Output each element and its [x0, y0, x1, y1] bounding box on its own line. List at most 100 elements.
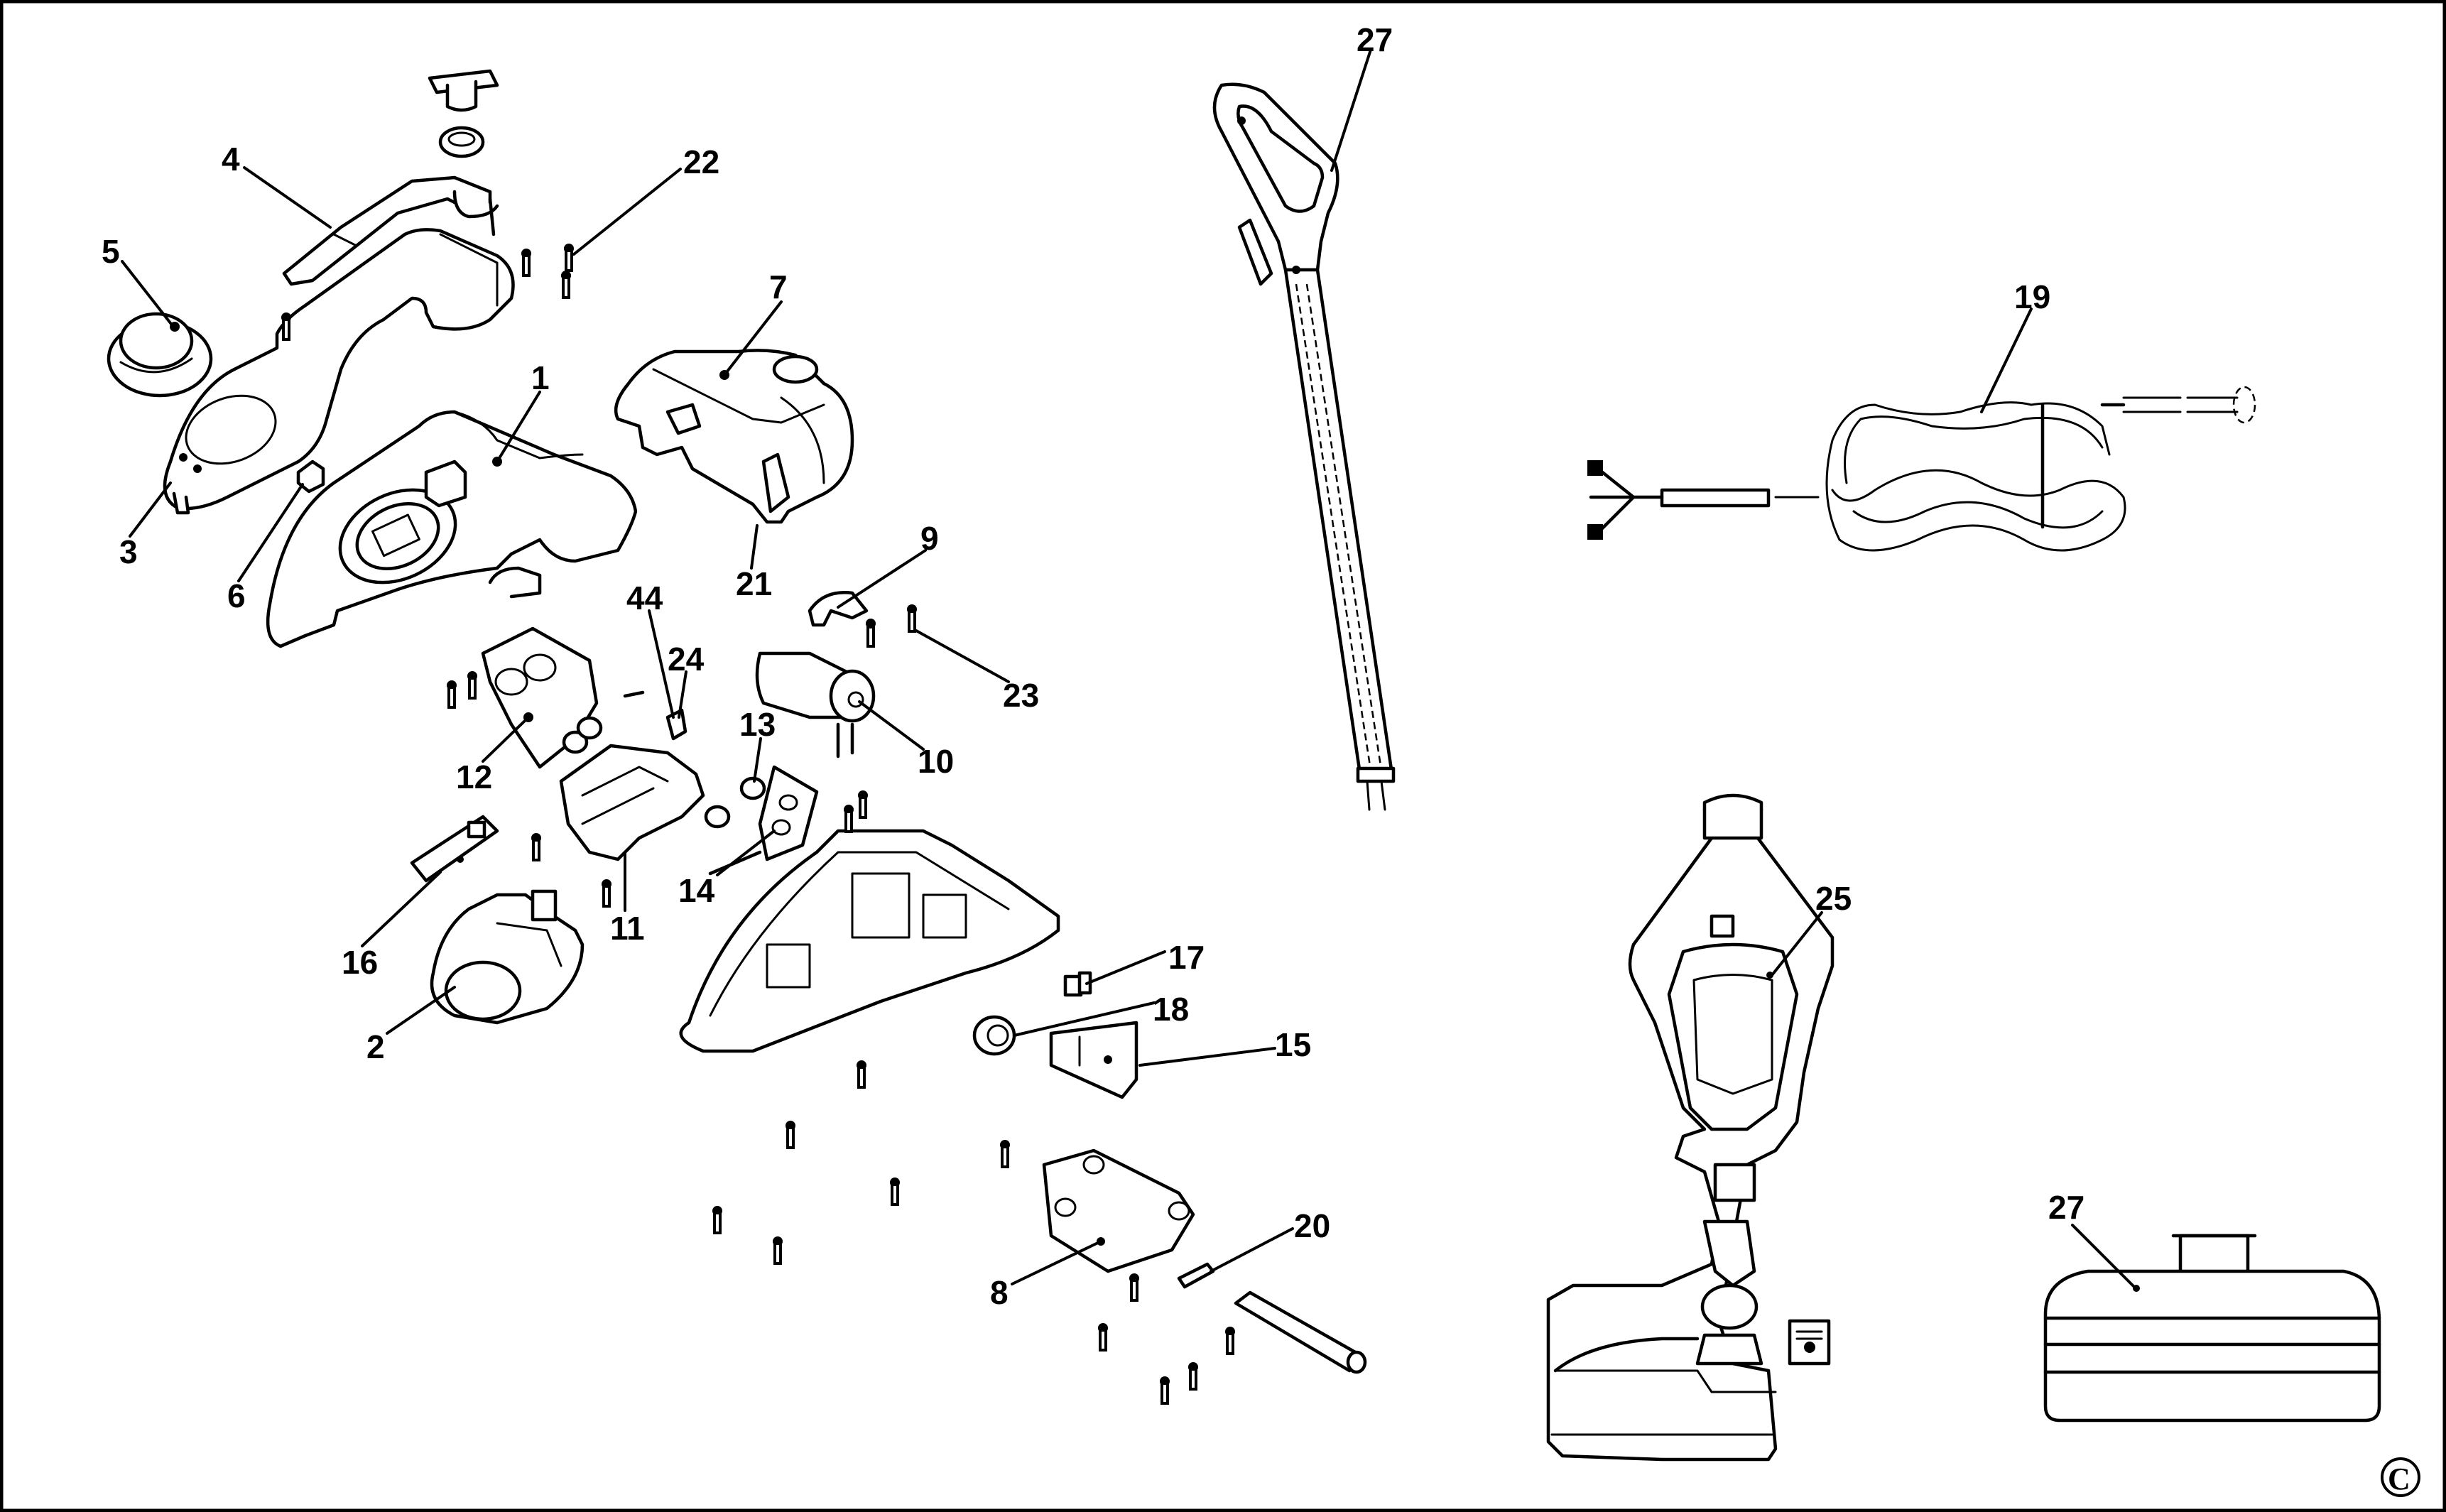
- part-10-pump: [755, 651, 876, 758]
- screws: [281, 244, 1235, 1405]
- part-19-power-cord: [1587, 386, 2256, 552]
- leader-3: [129, 482, 172, 538]
- screw: [712, 1206, 722, 1234]
- callout-17: 17: [1168, 939, 1205, 976]
- leader-13: [753, 737, 762, 783]
- screw: [531, 833, 541, 861]
- part-7-tank-cover: [614, 349, 854, 524]
- leader-6: [237, 483, 304, 582]
- callout-22: 22: [683, 143, 719, 180]
- screw: [1225, 1327, 1235, 1355]
- screw: [602, 879, 612, 908]
- screw: [890, 1177, 900, 1206]
- part-15-pcb: [1049, 1021, 1138, 1099]
- callout-5: 5: [102, 233, 120, 270]
- screw: [1000, 1140, 1010, 1168]
- leader-25: [1771, 911, 1823, 977]
- leader-19: [1980, 308, 2033, 413]
- part-9-bracket: [808, 591, 876, 648]
- screw: [561, 271, 571, 299]
- part-17-connector: [1063, 971, 1092, 997]
- part-1-top-housing: [266, 410, 638, 648]
- callout-20: 20: [1294, 1207, 1330, 1244]
- part-26-handle-tube: [1212, 82, 1396, 811]
- base-housing: [679, 829, 1060, 1053]
- part-11-switch-assembly: [559, 690, 705, 861]
- callout-7: 7: [769, 268, 788, 305]
- part-3-handle-frame: [163, 228, 515, 515]
- screw: [447, 680, 457, 709]
- callout-8: 8: [990, 1274, 1009, 1311]
- leader-5: [121, 260, 175, 328]
- screw: [857, 1060, 866, 1089]
- screw: [1188, 1362, 1198, 1391]
- screw: [844, 805, 854, 833]
- leader-22: [572, 168, 682, 256]
- part-25-assembled-steamer: [1546, 793, 1835, 1462]
- screw: [1160, 1376, 1170, 1405]
- leader-14: [716, 830, 776, 876]
- leader-17: [1085, 950, 1166, 985]
- callout-25: 25: [1815, 880, 1852, 917]
- screw: [907, 604, 917, 633]
- screw: [564, 244, 574, 272]
- part-2-front-housing: [430, 889, 585, 1025]
- part-20-spring: [1177, 1262, 1367, 1374]
- part-5-cap: [107, 312, 213, 398]
- screw: [1098, 1323, 1108, 1351]
- callout-44: 44: [626, 580, 663, 616]
- callout-23: 23: [1003, 677, 1039, 714]
- callout-12: 12: [456, 758, 492, 795]
- leader-44: [648, 609, 675, 719]
- callout-13: 13: [739, 706, 776, 743]
- screw: [281, 312, 291, 341]
- leader-12: [482, 717, 528, 763]
- screw: [773, 1236, 783, 1265]
- callout-9: 9: [920, 520, 939, 557]
- screw: [786, 1121, 795, 1149]
- leader-18: [1013, 1001, 1156, 1037]
- part-18-button: [972, 1015, 1016, 1056]
- part-16-pcb: [410, 815, 499, 883]
- callout-11: 11: [610, 910, 645, 947]
- screw: [467, 671, 477, 700]
- callout-26: 27: [1357, 21, 1393, 58]
- leader-23: [915, 629, 1010, 683]
- leader-10: [858, 700, 925, 751]
- callout-14: 14: [678, 872, 715, 909]
- part-4-handle-grip: [282, 69, 499, 286]
- callout-15: 15: [1275, 1026, 1311, 1063]
- callout-21: 21: [736, 565, 772, 602]
- leader-7: [723, 300, 783, 376]
- callout-19: 19: [2014, 278, 2050, 315]
- leader-1: [496, 391, 541, 463]
- part-27-water-tank: [2043, 1234, 2381, 1423]
- part-13-grommet: [704, 776, 766, 829]
- copyright-symbol: C: [2388, 1462, 2410, 1496]
- leader-4: [243, 166, 332, 229]
- callout-10: 10: [918, 743, 954, 780]
- leader-26: [1330, 48, 1372, 172]
- part-8-cover: [1042, 1148, 1195, 1273]
- callout-18: 18: [1153, 991, 1189, 1028]
- copyright-mark: C: [2381, 1457, 2420, 1497]
- leader-27: [2071, 1224, 2136, 1288]
- callout-6: 6: [227, 577, 246, 614]
- leader-21: [750, 524, 759, 570]
- callout-16: 16: [342, 944, 378, 981]
- leader-15: [1138, 1047, 1276, 1067]
- callout-24: 24: [668, 641, 705, 678]
- leader-8: [1011, 1240, 1102, 1285]
- leader-9: [837, 549, 927, 609]
- leader-20: [1210, 1227, 1294, 1273]
- part-6-clip: [296, 459, 325, 494]
- screw: [858, 790, 868, 819]
- callout-27: 27: [2048, 1189, 2084, 1226]
- leader-2: [386, 986, 456, 1035]
- callout-3: 3: [119, 533, 138, 570]
- leader-lines: [121, 48, 2136, 1288]
- screw: [1129, 1273, 1139, 1302]
- leader-24: [678, 670, 687, 719]
